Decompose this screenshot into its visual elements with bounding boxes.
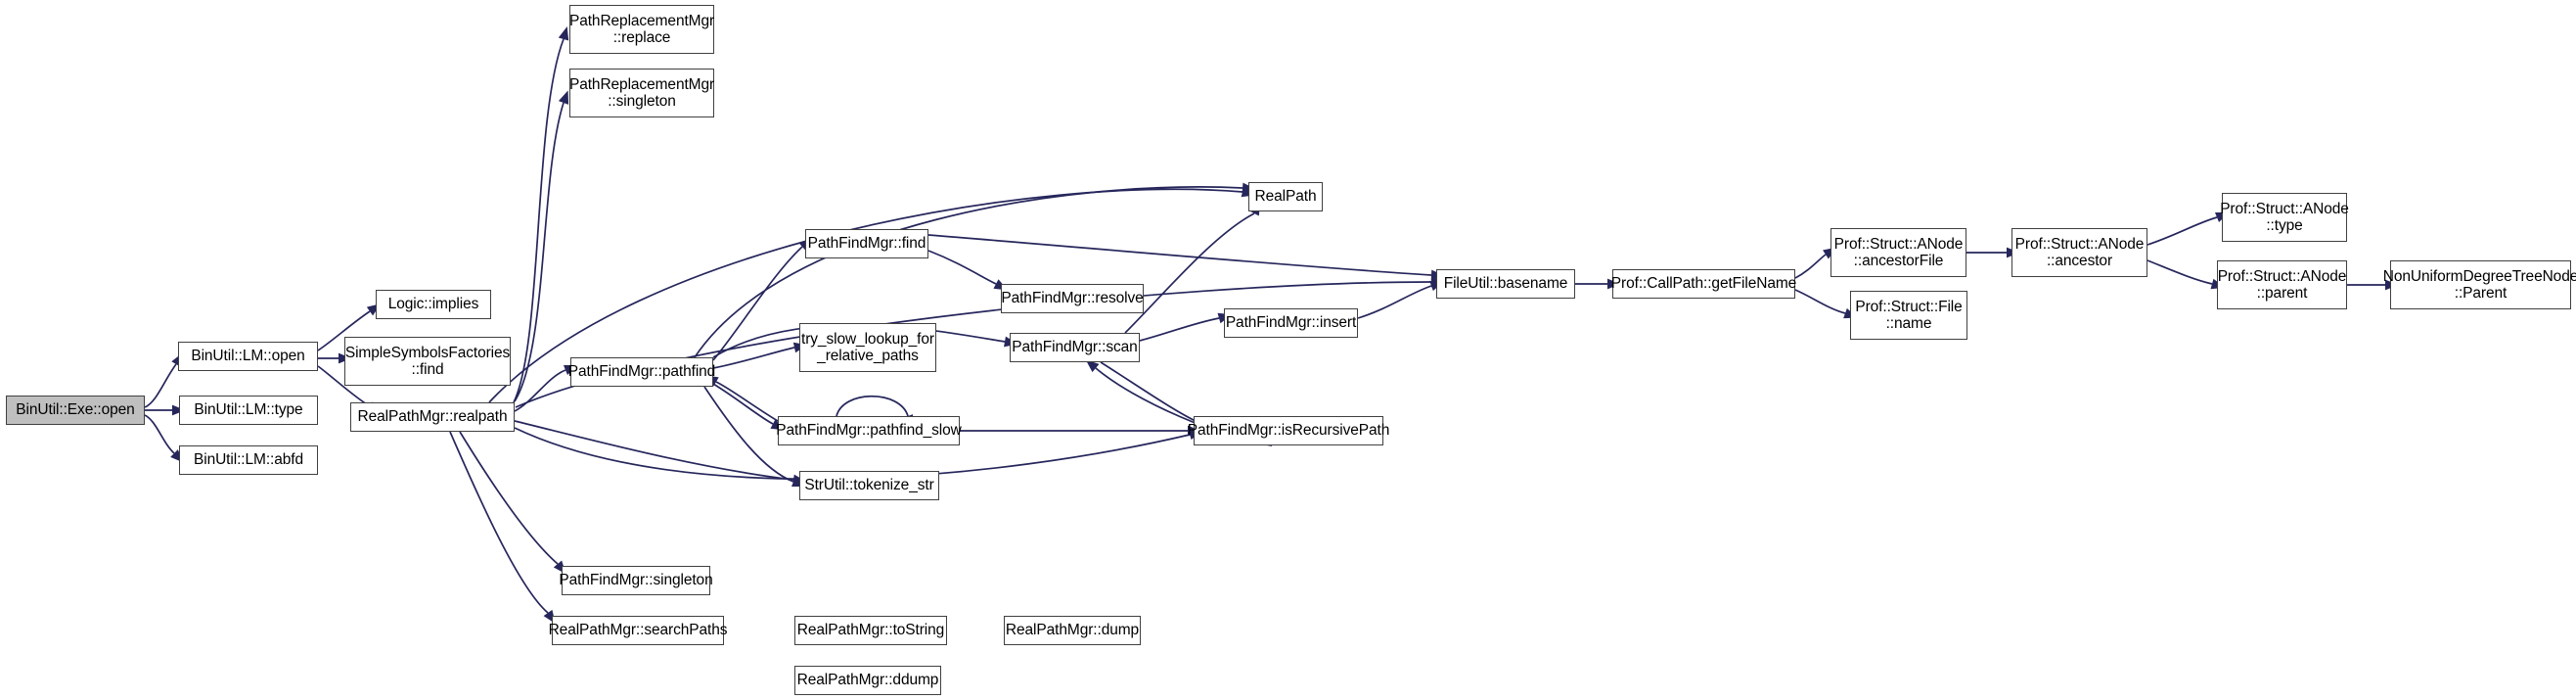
graph-node-ssf_find[interactable]: SimpleSymbolsFactories ::find — [344, 337, 511, 386]
graph-node-pfm_find[interactable]: PathFindMgr::find — [805, 229, 928, 258]
graph-node-prm_replace[interactable]: PathReplacementMgr ::replace — [569, 5, 714, 54]
graph-node-realpath_fn[interactable]: RealPath — [1248, 182, 1323, 211]
graph-node-cp_getfilename[interactable]: Prof::CallPath::getFileName — [1611, 269, 1796, 299]
graph-node-pfm_pathfind[interactable]: PathFindMgr::pathfind — [568, 357, 715, 387]
graph-node-lm_abfd[interactable]: BinUtil::LM::abfd — [179, 445, 318, 475]
edge-pfm_slow-to-pfm_isrec — [960, 425, 1201, 437]
graph-node-nudtn_parent[interactable]: NonUniformDegreeTreeNode ::Parent — [2383, 260, 2576, 309]
graph-node-logic_implies[interactable]: Logic::implies — [376, 290, 491, 319]
graph-node-pfm_singleton[interactable]: PathFindMgr::singleton — [559, 566, 713, 595]
edge-rpm_realpath-to-pfm_singleton — [459, 431, 566, 575]
graph-node-pfm_scan[interactable]: PathFindMgr::scan — [1010, 333, 1140, 362]
graph-node-anode_ancestor[interactable]: Prof::Struct::ANode ::ancestor — [2011, 228, 2147, 277]
edge-rpm_realpath-to-prm_replace — [513, 26, 569, 403]
graph-node-pfm_isrec[interactable]: PathFindMgr::isRecursivePath — [1188, 416, 1389, 445]
graph-node-anode_ancfile[interactable]: Prof::Struct::ANode ::ancestorFile — [1830, 228, 1966, 277]
graph-node-exe_open[interactable]: BinUtil::Exe::open — [6, 396, 145, 425]
graph-node-lm_type[interactable]: BinUtil::LM::type — [179, 396, 318, 425]
graph-node-anode_type[interactable]: Prof::Struct::ANode ::type — [2220, 193, 2349, 242]
edge-anode_ancestor-to-anode_type — [2147, 211, 2230, 246]
edge-rpm_realpath-to-tokenize — [514, 420, 807, 486]
graph-node-rpm_tostring[interactable]: RealPathMgr::toString — [794, 616, 947, 645]
graph-node-rpm_ddump[interactable]: RealPathMgr::ddump — [794, 666, 941, 695]
graph-node-lm_open[interactable]: BinUtil::LM::open — [178, 342, 318, 371]
graph-node-rpm_realpath[interactable]: RealPathMgr::realpath — [350, 402, 515, 432]
graph-node-try_slow[interactable]: try_slow_lookup_for _relative_paths — [799, 323, 936, 372]
graph-node-pfm_slow[interactable]: PathFindMgr::pathfind_slow — [776, 416, 962, 445]
edge-rpm_realpath-to-prm_singleton — [514, 90, 569, 402]
graph-node-anode_parent[interactable]: Prof::Struct::ANode ::parent — [2217, 260, 2347, 309]
edge-exe_open-to-lm_type — [145, 404, 186, 416]
graph-node-prm_singleton[interactable]: PathReplacementMgr ::singleton — [569, 69, 714, 117]
edge-anode_ancestor-to-anode_parent — [2147, 259, 2225, 290]
edge-rpm_realpath-to-fileutil_base — [515, 276, 1445, 408]
graph-node-pfm_insert[interactable]: PathFindMgr::insert — [1224, 308, 1358, 338]
edge-rpm_realpath-to-rpm_search — [449, 431, 556, 625]
graph-node-fileutil_base[interactable]: FileUtil::basename — [1436, 269, 1575, 299]
graph-node-pfm_resolve[interactable]: PathFindMgr::resolve — [1001, 284, 1144, 313]
graph-node-rpm_dump[interactable]: RealPathMgr::dump — [1004, 616, 1141, 645]
edge-pfm_find-to-fileutil_base — [927, 234, 1445, 281]
graph-node-file_name[interactable]: Prof::Struct::File ::name — [1850, 291, 1967, 340]
edge-pfm_find-to-pfm_resolve — [927, 250, 1008, 291]
edge-pfm_scan-to-pfm_insert — [1139, 312, 1232, 342]
graph-node-rpm_search[interactable]: RealPathMgr::searchPaths — [549, 616, 728, 645]
graph-node-tokenize[interactable]: StrUtil::tokenize_str — [799, 471, 939, 500]
